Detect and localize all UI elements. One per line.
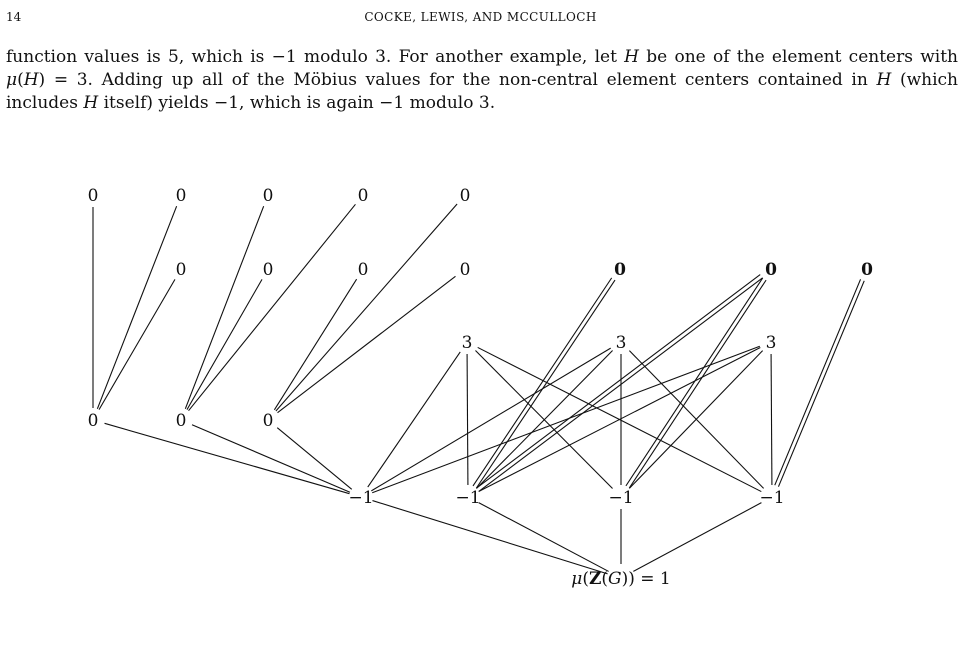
diagram-edges xyxy=(92,203,865,575)
header-title: COCKE, LEWIS, AND MCCULLOCH xyxy=(364,10,597,24)
lattice-node-m1: 0 xyxy=(176,260,187,280)
lattice-node-h3: 3 xyxy=(766,333,777,353)
root-Z: Z xyxy=(589,569,601,589)
lattice-node-h2: 3 xyxy=(616,333,627,353)
diagram-nodes: 0 0 0 0 0 0 0 0 0 0 0 0 3 3 3 0 0 0 −1 −1 −1 −1 xyxy=(88,186,873,508)
root-mu: μ xyxy=(571,569,582,589)
diagram-edge xyxy=(633,502,762,572)
text-span: (which includes xyxy=(6,70,958,113)
diagram-edge xyxy=(188,203,356,412)
lattice-node-b3: 0 xyxy=(861,260,873,280)
diagram-edge xyxy=(628,279,767,489)
diagram-edge xyxy=(372,500,608,575)
diagram-edge xyxy=(476,274,761,489)
lattice-node-n1: −1 xyxy=(348,488,373,508)
lattice-node-n3: −1 xyxy=(608,488,633,508)
page-number: 14 xyxy=(6,10,22,24)
math-var: H xyxy=(23,70,39,90)
math-var: H xyxy=(876,70,892,90)
lattice-node-n2: −1 xyxy=(455,488,480,508)
diagram-edge xyxy=(367,351,461,488)
diagram-edge xyxy=(191,424,351,493)
diagram-edge xyxy=(625,277,764,487)
diagram-edge xyxy=(186,279,263,410)
text-span: be one of the element centers with xyxy=(639,47,958,67)
diagram-edge xyxy=(472,277,613,487)
lattice-node-t2: 0 xyxy=(176,186,187,206)
root-paren: ( xyxy=(601,569,608,589)
root-equals: = 1 xyxy=(635,569,671,589)
math-var: H xyxy=(83,93,99,113)
text-span: ( xyxy=(17,70,24,90)
diagram-edge xyxy=(466,353,469,486)
diagram-edge xyxy=(774,279,862,486)
lattice-node-z2: 0 xyxy=(176,411,187,431)
diagram-edge xyxy=(276,427,353,490)
lattice-node-t5: 0 xyxy=(460,186,471,206)
running-head: 14 COCKE, LEWIS, AND MCCULLOCH xyxy=(0,10,961,30)
root-G: G xyxy=(608,569,622,589)
diagram-edge xyxy=(478,277,763,492)
math-var: μ xyxy=(6,70,18,90)
diagram-edge xyxy=(478,502,609,572)
diagram-edge xyxy=(475,279,616,489)
root-paren: )) xyxy=(622,569,635,589)
diagram-edge xyxy=(476,350,613,489)
text-span: function values is 5, which is −1 modulo… xyxy=(6,47,625,67)
lattice-node-b2: 0 xyxy=(765,260,777,280)
lattice-node-z1: 0 xyxy=(88,411,99,431)
lattice-node-b1: 0 xyxy=(614,260,626,280)
body-paragraph: function values is 5, which is −1 modulo… xyxy=(6,46,958,115)
diagram-edge xyxy=(628,350,764,489)
math-var: H xyxy=(624,47,639,67)
diagram-edge xyxy=(275,203,458,412)
lattice-node-m4: 0 xyxy=(460,260,471,280)
diagram-edge xyxy=(770,353,773,486)
lattice-node-h1: 3 xyxy=(462,333,473,353)
lattice-node-n4: −1 xyxy=(759,488,784,508)
diagram-edge xyxy=(372,345,760,494)
lattice-node-m2: 0 xyxy=(263,260,274,280)
diagram-edge xyxy=(777,280,865,487)
diagram-edge xyxy=(98,279,176,410)
root-paren: ( xyxy=(582,569,589,589)
root-node-label: μ(Z(G)) = 1 xyxy=(571,569,671,589)
text-span: ) = 3. Adding up all of the Möbius value… xyxy=(38,70,877,90)
diagram-edge xyxy=(273,278,358,411)
diagram-edge xyxy=(277,275,456,414)
diagram-edge xyxy=(478,346,761,493)
lattice-node-t4: 0 xyxy=(358,186,369,206)
lattice-node-t1: 0 xyxy=(88,186,99,206)
text-span: itself) yields −1, which is again −1 mod… xyxy=(98,93,496,113)
diagram-edge xyxy=(104,422,350,495)
diagram-edge xyxy=(371,347,611,492)
diagram-edge xyxy=(96,205,178,410)
diagram-edge xyxy=(184,205,265,410)
paragraph-text: function values is 5, which is −1 modulo… xyxy=(6,46,958,115)
lattice-node-m3: 0 xyxy=(358,260,369,280)
lattice-node-z3: 0 xyxy=(263,411,274,431)
lattice-node-t3: 0 xyxy=(263,186,274,206)
